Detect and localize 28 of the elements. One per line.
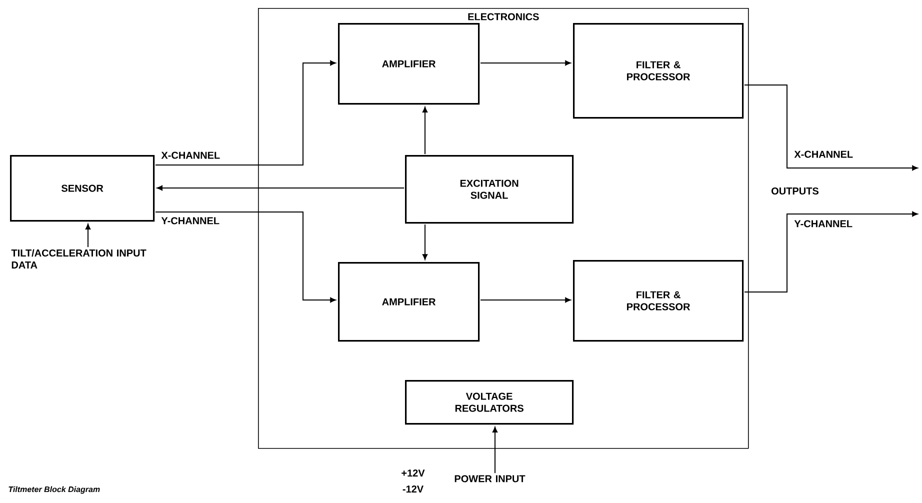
block-box: EXCITATION SIGNAL [405, 155, 574, 224]
block-box: AMPLIFIER [338, 262, 480, 342]
block-box: VOLTAGE REGULATORS [405, 380, 574, 425]
edge-label: X-CHANNEL [161, 152, 220, 159]
caption: Tiltmeter Block Diagram [8, 486, 100, 494]
arrow [422, 224, 428, 260]
arrow [155, 60, 336, 166]
arrow [156, 185, 405, 191]
arrow [480, 297, 571, 303]
arrow [744, 211, 918, 292]
edge-label: Y-CHANNEL [794, 220, 852, 228]
arrow [422, 106, 428, 155]
label: +12V [402, 470, 425, 476]
arrow [492, 426, 498, 474]
arrow [744, 84, 918, 171]
arrow [85, 224, 91, 248]
label: OUTPUTS [769, 185, 821, 197]
edge-label: Y-CHANNEL [161, 217, 220, 224]
block-box: FILTER & PROCESSOR [573, 23, 744, 119]
block-box: AMPLIFIER [338, 23, 480, 105]
arrow [155, 212, 336, 303]
arrow [480, 60, 571, 66]
block-box: SENSOR [10, 155, 155, 222]
edge-label: X-CHANNEL [794, 150, 853, 158]
block-box: FILTER & PROCESSOR [573, 260, 744, 342]
label: -12V [402, 486, 424, 492]
input-label: POWER INPUT [454, 475, 526, 482]
input-label: TILT/ACCELERATION INPUT DATA [11, 249, 146, 268]
